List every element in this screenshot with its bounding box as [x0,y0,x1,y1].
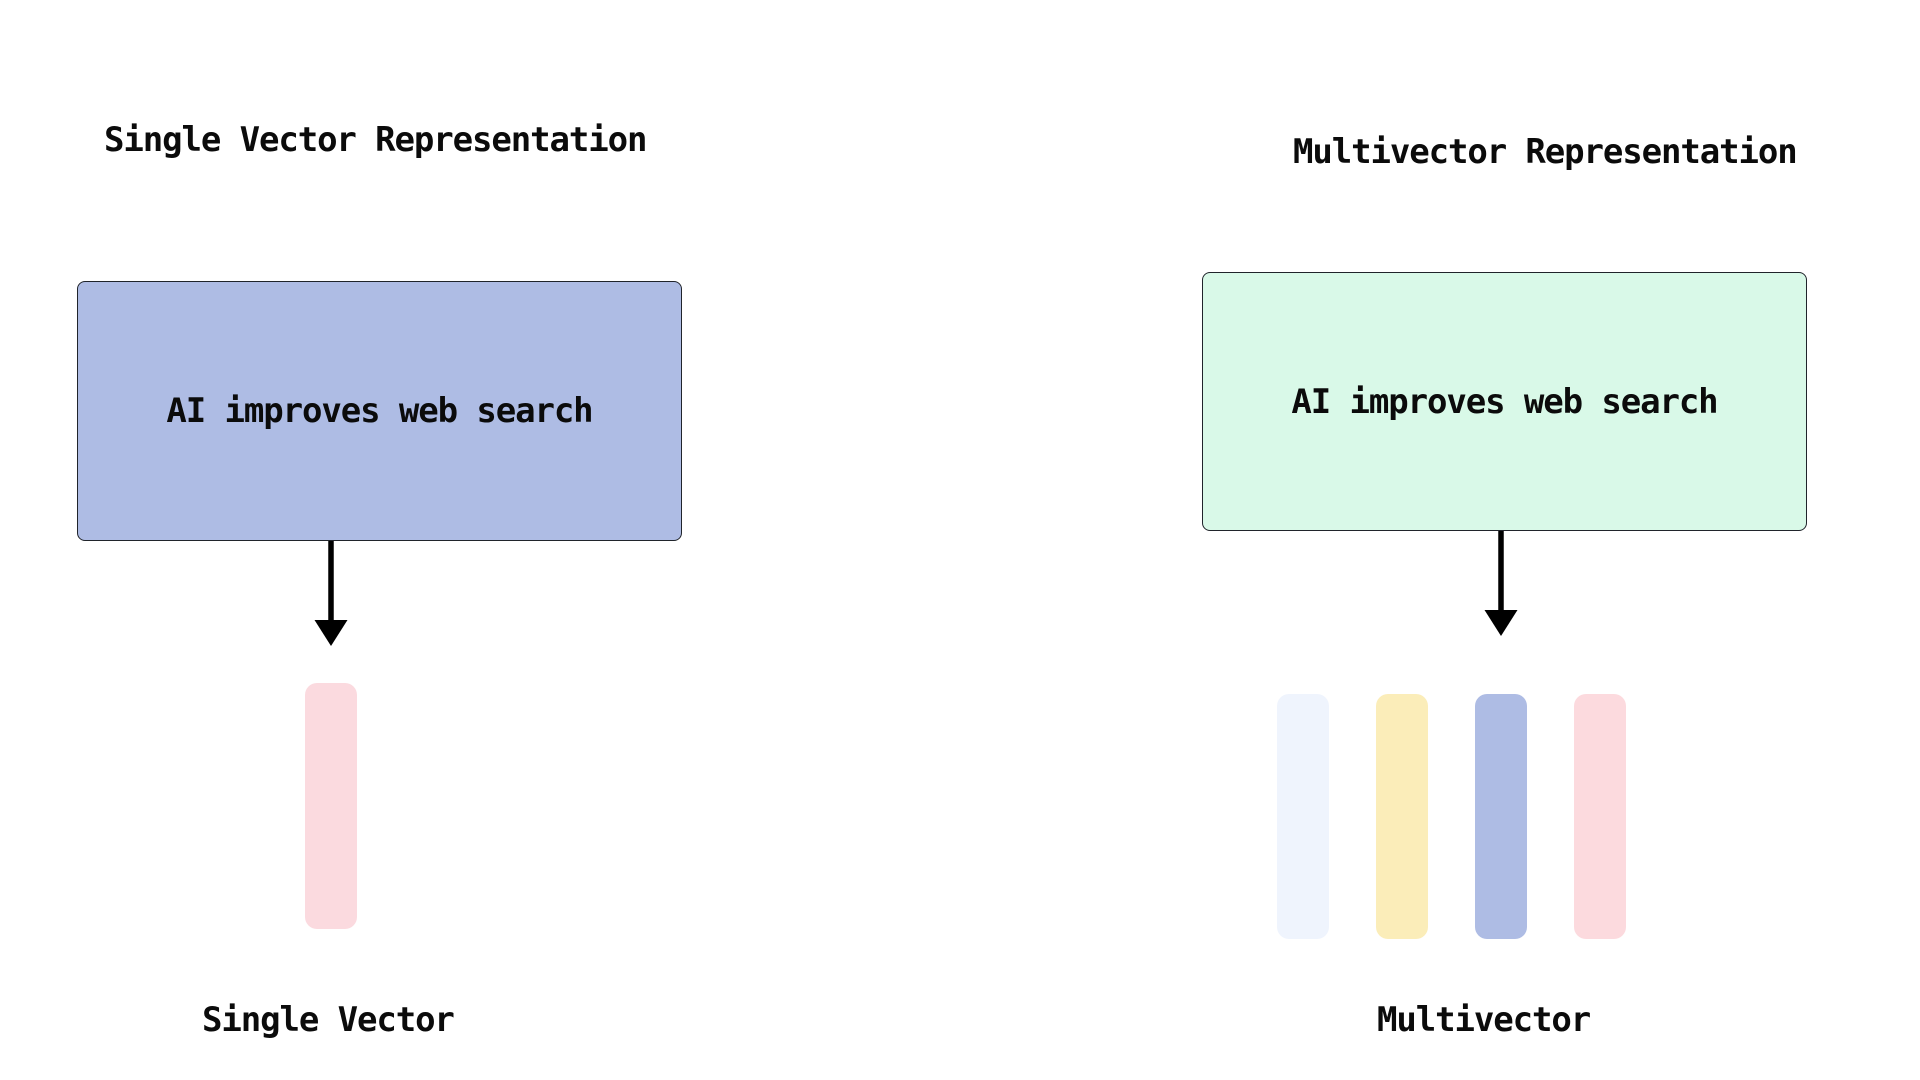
multivector-bar-2 [1376,694,1428,939]
multivector-bar-3 [1475,694,1527,939]
multivector-document-box: AI improves web search [1202,272,1807,531]
down-arrow-icon [1484,531,1518,636]
single-vector-title: Single Vector Representation [104,120,647,160]
multivector-bar-1 [1277,694,1329,939]
multivector-title: Multivector Representation [1293,132,1798,172]
single-vector-document-text: AI improves web search [166,391,593,431]
multivector-label: Multivector [1377,1000,1591,1040]
down-arrow-icon [314,541,348,646]
single-vector-bar [305,683,357,929]
single-vector-label: Single Vector [202,1000,455,1040]
multivector-bar-group [1277,694,1626,939]
single-vector-document-box: AI improves web search [77,281,682,541]
arrow-head [1484,610,1518,636]
multivector-document-text: AI improves web search [1291,381,1718,422]
arrow-head [314,620,348,646]
multivector-bar-4 [1574,694,1626,939]
